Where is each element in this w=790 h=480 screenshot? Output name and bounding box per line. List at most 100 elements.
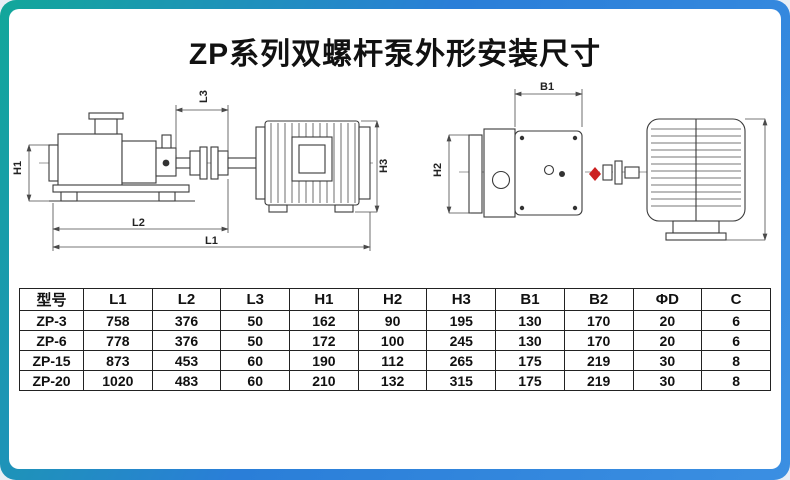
motor-pedestal	[672, 220, 720, 234]
pump-assembly-side-view: H1 L3 H3	[12, 90, 390, 251]
table-cell: 175	[495, 370, 565, 391]
header-cell-l3: L3	[220, 288, 291, 311]
header-cell-l2: L2	[151, 288, 222, 311]
coupling-disc-right	[210, 146, 219, 180]
header-cell-c: C	[701, 288, 771, 311]
dimension-l2: L2	[52, 179, 229, 233]
table-cell: 20	[632, 330, 703, 351]
table-cell: 265	[426, 350, 497, 371]
header-cell-h1: H1	[289, 288, 359, 311]
motor-foot-left	[268, 204, 288, 213]
table-row: ZP-20 1020 483 60 210 132 315 175 219 30…	[19, 370, 771, 391]
base-foot-left	[60, 191, 78, 202]
drawings-area: H1 L3 H3	[9, 77, 781, 282]
table-cell: 170	[563, 330, 634, 351]
table-cell: 453	[151, 350, 222, 371]
table-cell: 758	[83, 310, 153, 331]
table-cell: 376	[151, 330, 222, 351]
motor-base-plate	[665, 232, 727, 241]
grease-point	[162, 159, 170, 167]
coupling-hub-left	[189, 150, 201, 176]
table-cell: 30	[632, 370, 703, 391]
inlet-flange-plate	[468, 134, 483, 214]
table-cell: 50	[220, 330, 291, 351]
page-title: ZP系列双螺杆泵外形安装尺寸	[188, 38, 602, 71]
header-cell-b1: B1	[495, 288, 565, 311]
table-cell: 210	[289, 370, 359, 391]
table-cell: 90	[357, 310, 428, 331]
table-cell: 20	[632, 310, 703, 331]
table-row: ZP-3 758 376 50 162 90 195 130 170 20 6	[19, 310, 771, 331]
table-header-row: 型号 L1 L2 L3 H1 H2 H3 B1 B2 ΦD C	[19, 288, 771, 311]
table-cell: 50	[220, 310, 291, 331]
motor-foot-right	[334, 204, 354, 213]
table-row: ZP-6 778 376 50 172 100 245 130 170 20 6	[19, 330, 771, 351]
pump-top-flange	[88, 112, 124, 120]
dimension-label-h3: H3	[378, 159, 390, 173]
table-cell: 195	[426, 310, 497, 331]
dimension-table: 型号 L1 L2 L3 H1 H2 H3 B1 B2 ΦD C ZP-3 758	[19, 288, 771, 391]
table-cell: 219	[563, 370, 634, 391]
end-view-motor-shaft	[624, 166, 640, 179]
dimension-label-l1: L1	[205, 235, 218, 247]
coupling-disc-left	[199, 146, 208, 180]
dimension-l3: L3	[175, 90, 229, 155]
shaft-center-circle	[543, 164, 555, 176]
table-cell: 175	[495, 350, 565, 371]
table-row: ZP-15 873 453 60 190 112 265 175 219 30 …	[19, 350, 771, 371]
table-cell: 30	[632, 350, 703, 371]
pump-assembly-end-view: B1 H2	[432, 81, 768, 241]
table-cell: 1020	[83, 370, 153, 391]
table-cell: 60	[220, 350, 291, 371]
motor-terminal-box-cover	[298, 144, 326, 174]
table-cell: 100	[357, 330, 428, 351]
table-cell: 8	[701, 350, 771, 371]
dimension-h3: H3	[355, 120, 390, 213]
table-cell: 6	[701, 330, 771, 351]
dimension-l1: L1	[52, 212, 371, 251]
pump-body	[57, 133, 123, 189]
dimension-label-l2: L2	[132, 217, 145, 229]
table-cell: 130	[495, 330, 565, 351]
table-cell: 190	[289, 350, 359, 371]
header-cell-h3: H3	[426, 288, 497, 311]
bolt-dot	[519, 205, 525, 211]
table-cell: ZP-20	[19, 370, 84, 391]
dimension-label-b1: B1	[540, 81, 554, 93]
table-cell: 60	[220, 370, 291, 391]
table-cell: 172	[289, 330, 359, 351]
coupling-hub-right	[217, 150, 229, 176]
pump-dimension-drawing: H1 L3 H3	[12, 81, 768, 251]
plug-dot	[559, 171, 565, 177]
header-cell-model: 型号	[19, 288, 84, 311]
dimension-h2: H2	[432, 134, 471, 214]
table-cell: 6	[701, 310, 771, 331]
table-cell: 315	[426, 370, 497, 391]
bolt-dot	[519, 135, 525, 141]
side-port-circle	[491, 170, 511, 190]
dimension-b1: B1	[514, 81, 583, 127]
pump-base-plate	[52, 184, 190, 193]
pump-top-port	[94, 118, 118, 135]
header-cell-b2: B2	[563, 288, 634, 311]
table-cell: ZP-6	[19, 330, 84, 351]
base-foot-right	[158, 191, 176, 202]
table-cell: 873	[83, 350, 153, 371]
table-cell: ZP-15	[19, 350, 84, 371]
dimension-label-l3: L3	[198, 90, 210, 103]
end-view-coupling-hub	[602, 164, 613, 181]
content-card: ZP系列双螺杆泵外形安装尺寸	[9, 9, 781, 469]
header-cell-l1: L1	[83, 288, 153, 311]
dimension-right-height	[726, 118, 768, 241]
table-cell: 132	[357, 370, 428, 391]
table-cell: 483	[151, 370, 222, 391]
table-cell: 130	[495, 310, 565, 331]
motor-fan-cover	[358, 126, 371, 200]
table-cell: 112	[357, 350, 428, 371]
pump-shaft	[175, 157, 191, 169]
table-cell: 245	[426, 330, 497, 351]
table-cell: 170	[563, 310, 634, 331]
header-cell-fd: ΦD	[632, 288, 703, 311]
table-cell: 376	[151, 310, 222, 331]
